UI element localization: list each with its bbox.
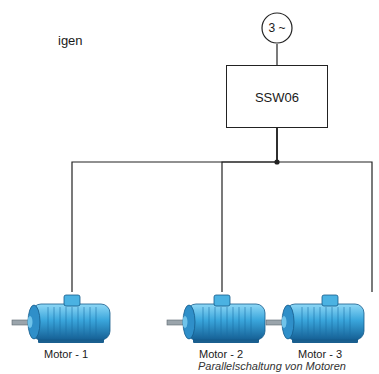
motor-illustration: [165, 292, 277, 346]
cut-off-text: igen: [58, 33, 83, 48]
supply-circle: 3 ~: [261, 12, 293, 44]
motor-label: Motor - 3: [264, 348, 376, 360]
power-wire: [277, 128, 372, 292]
figure-caption: Parallelschaltung von Motoren: [198, 360, 346, 372]
box-label: SSW06: [227, 89, 327, 104]
motor-unit: Motor - 2: [165, 292, 277, 360]
motor-unit: Motor - 1: [10, 292, 122, 360]
power-wire: [276, 44, 277, 65]
motor-illustration: [10, 292, 122, 346]
power-wire: [72, 128, 277, 292]
supply-label: 3 ~: [261, 21, 293, 35]
motor-label: Motor - 2: [165, 348, 277, 360]
soft-starter-box: SSW06: [226, 65, 328, 128]
junction-dot: [274, 159, 279, 164]
power-wire: [222, 128, 277, 292]
motor-label: Motor - 1: [10, 348, 122, 360]
motor-unit: Motor - 3: [264, 292, 376, 360]
motor-illustration: [264, 292, 376, 346]
